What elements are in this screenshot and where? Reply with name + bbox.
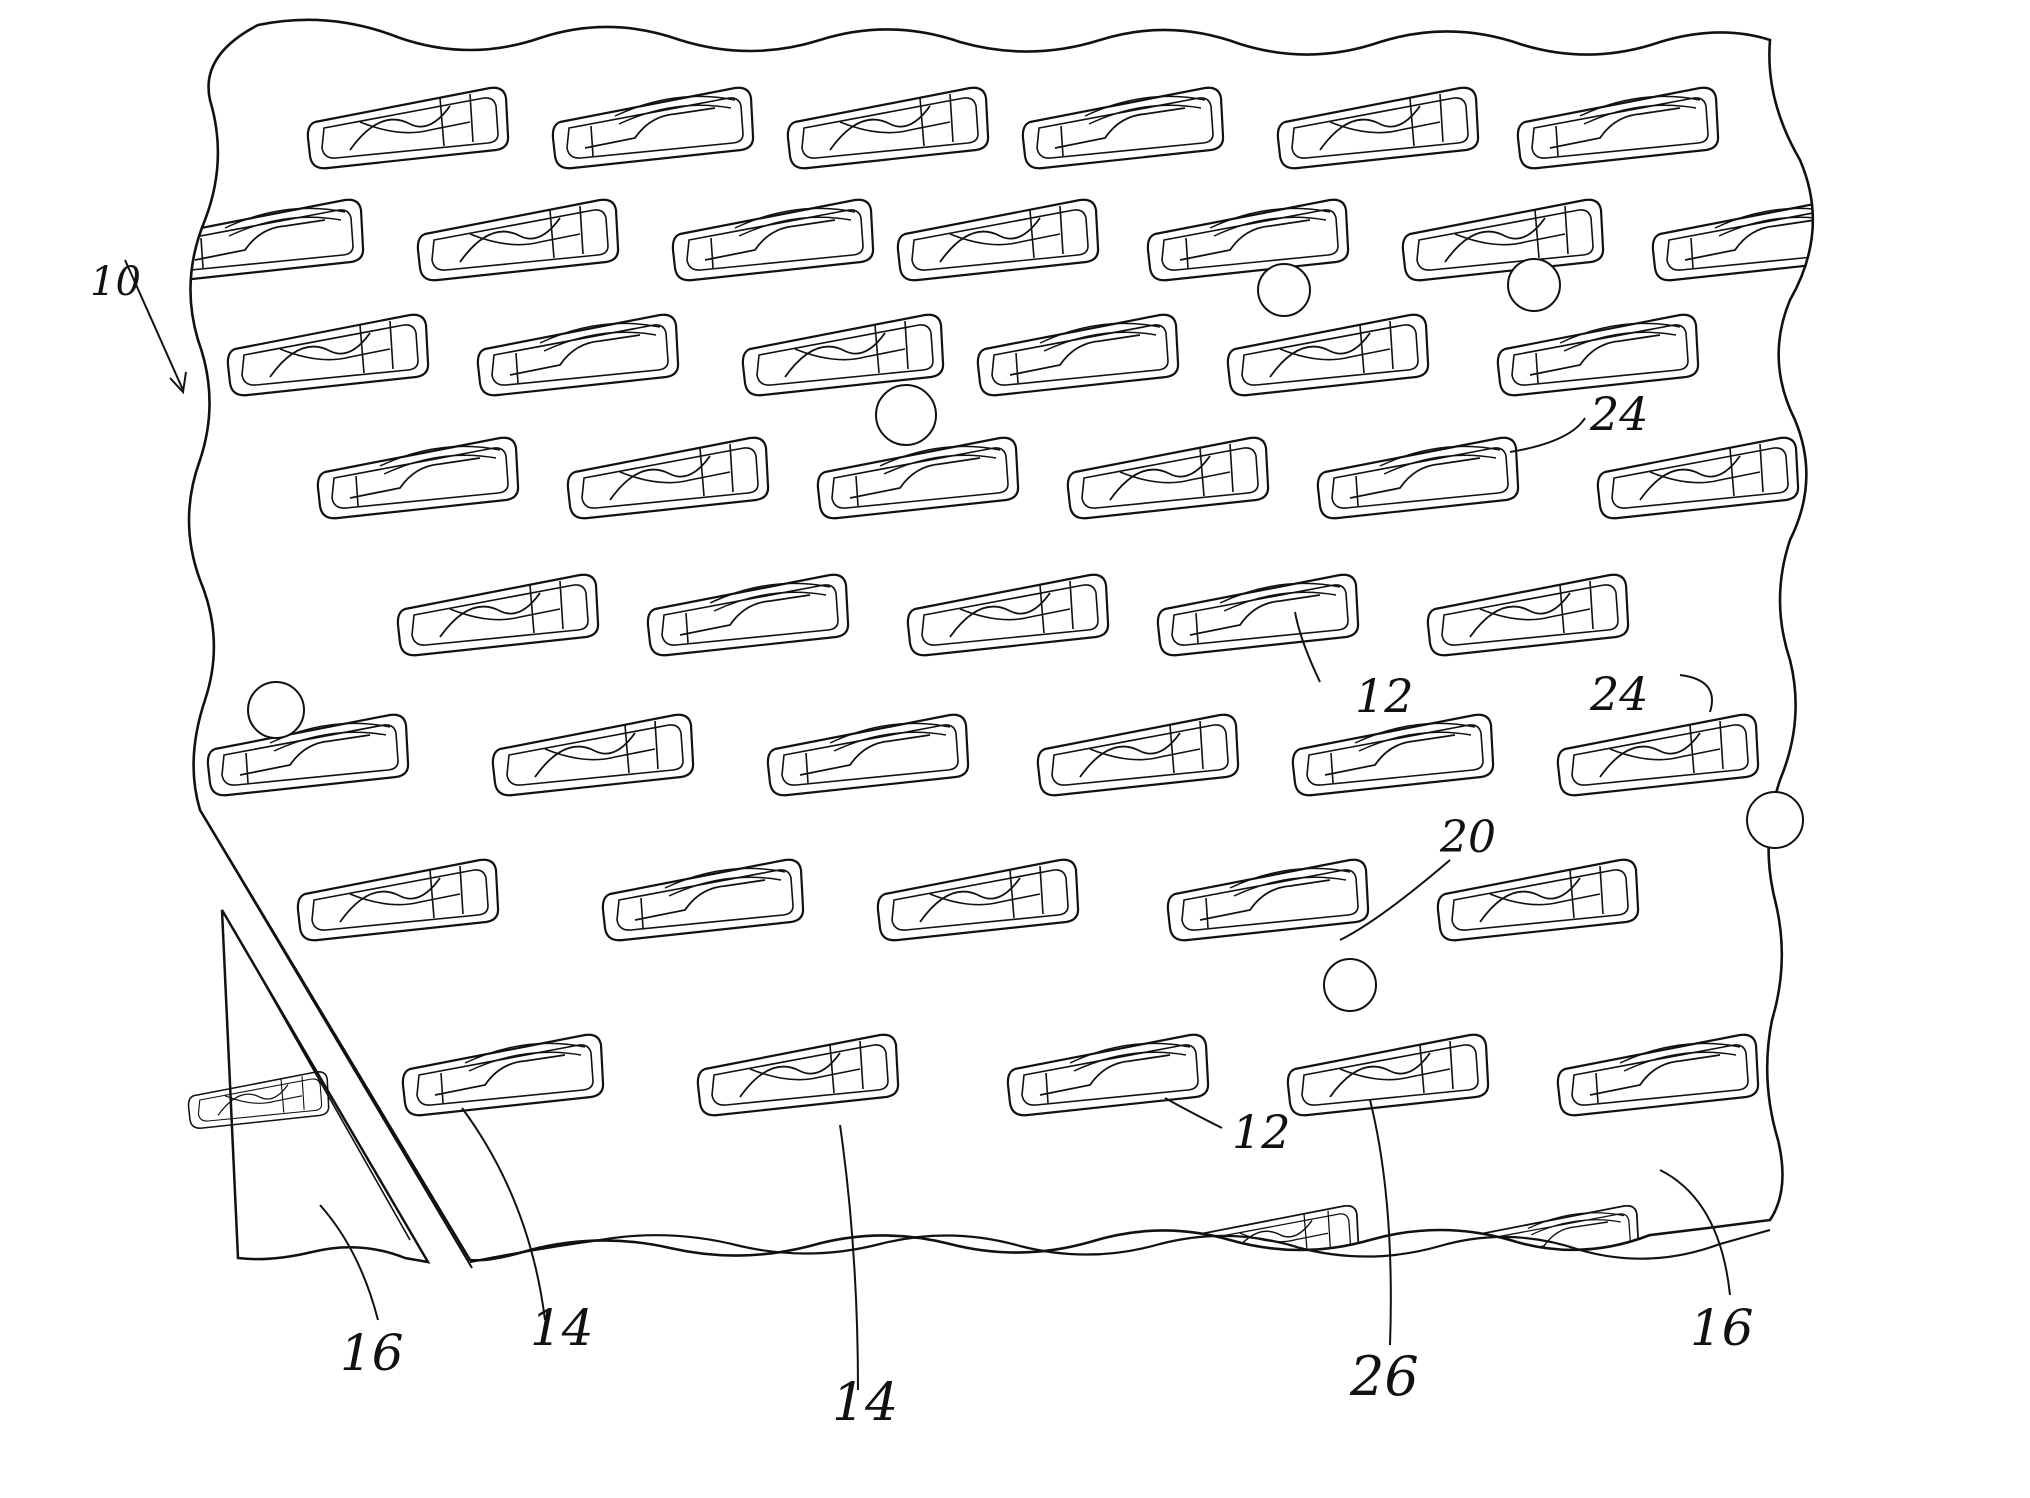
leader-12-upper [1294,611,1321,683]
leader-20 [1339,859,1451,941]
leader-10 [124,259,184,391]
ref-label-12-upper: 12 [1355,669,1414,723]
leader-24-upper [1509,417,1586,453]
ref-label-12-lower: 12 [1232,1105,1291,1159]
vent-hole [875,384,937,446]
ref-label-20: 20 [1439,812,1496,863]
ref-label-24-upper: 24 [1589,387,1649,441]
ref-label-10: 10 [90,259,141,305]
vent-hole [247,681,305,739]
leader-16-left [319,1204,379,1321]
ref-label-16-right: 16 [1690,1299,1754,1357]
ref-label-16-left: 16 [340,1324,404,1382]
left-sheet-fragment [187,909,431,1264]
leader-24-right [1679,674,1713,713]
main-sheet [187,18,1815,1269]
vent-hole [1257,263,1311,317]
vent-hole [1746,791,1804,849]
leader-16-right [1659,1169,1731,1296]
leader-14-center [839,1124,859,1391]
vent-hole [1507,258,1561,312]
leader-lines [124,259,1731,1391]
leader-10-arrowhead [169,371,187,395]
ref-label-24-right: 24 [1589,667,1649,721]
leader-26 [1369,1099,1392,1346]
ref-label-14-left: 14 [530,1299,594,1357]
leader-12-lower [1164,1097,1223,1129]
leader-14-left [461,1107,546,1321]
ref-label-14-center: 14 [832,1373,898,1433]
vent-hole [1323,958,1377,1012]
ref-label-26: 26 [1349,1345,1419,1408]
